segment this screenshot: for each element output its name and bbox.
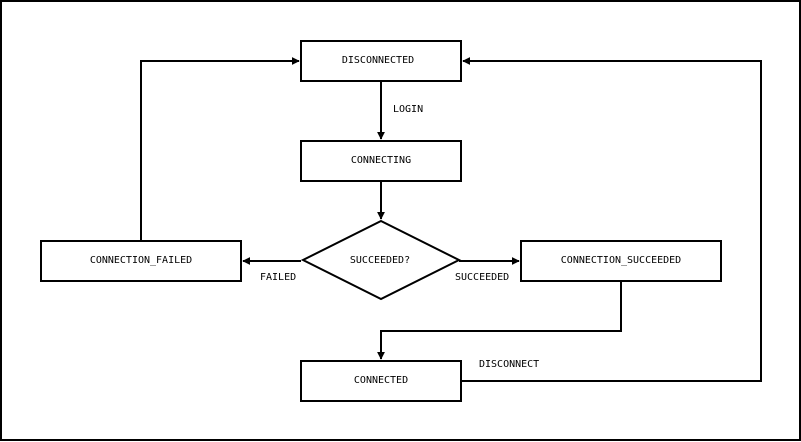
node-connection-succeeded-label: CONNECTION_SUCCEEDED [561,255,681,266]
node-disconnected [300,40,462,82]
node-connection-failed-label: CONNECTION_FAILED [90,255,192,266]
node-connecting [300,140,462,182]
node-connecting-label: CONNECTING [351,155,411,166]
edge-succeeded-to-connected [377,281,622,360]
node-succeeded-decision [300,219,462,301]
edge-failed-to-disconnected [140,57,300,241]
node-connected [300,360,462,402]
node-connection-failed [40,240,242,282]
node-connected-label: CONNECTED [354,375,408,386]
edge-label-failed: FAILED [260,272,296,283]
edge-label-succeeded: SUCCEEDED [455,272,509,283]
node-succeeded-decision-label: SUCCEEDED? [350,255,410,266]
edge-connected-to-disconnected [461,57,762,382]
edge-label-login: LOGIN [393,104,423,115]
node-connection-succeeded [520,240,722,282]
node-disconnected-label: DISCONNECTED [342,55,414,66]
edge-label-disconnect: DISCONNECT [479,359,539,370]
